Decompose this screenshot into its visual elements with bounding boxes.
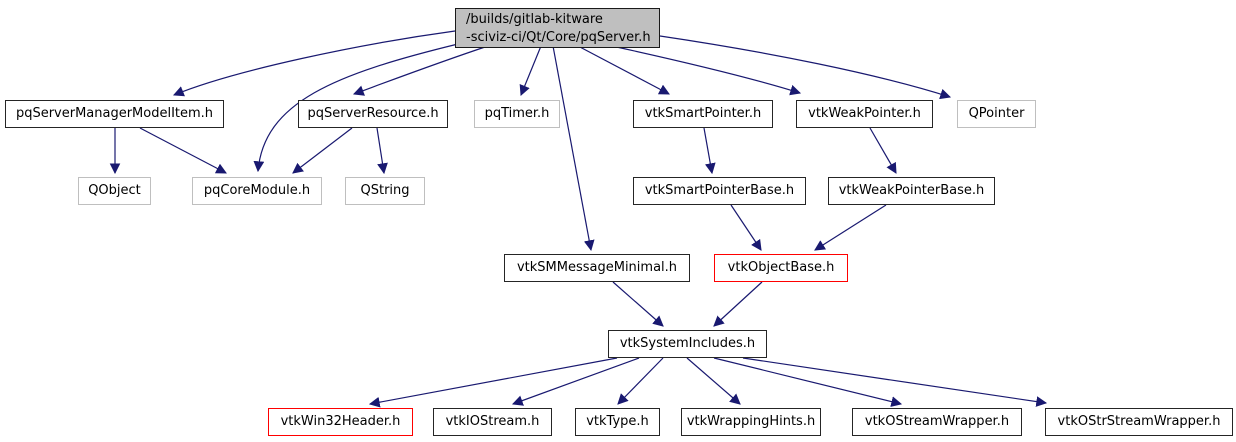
node-vtkobjectbase[interactable]: vtkObjectBase.h <box>714 254 848 282</box>
edge-vtkweakpointer-to-vtkweakpointerbase <box>869 127 897 174</box>
node-vtksystemincludes[interactable]: vtkSystemIncludes.h <box>608 330 767 358</box>
edge-pqserverresource-to-pqcoremodule <box>292 127 353 174</box>
node-vtkweakpointerbase[interactable]: vtkWeakPointerBase.h <box>828 177 995 205</box>
edge-vtksmartpointerbase-to-vtkobjectbase <box>730 204 762 251</box>
edge-vtksystemincludes-to-vtkiostream <box>511 357 640 406</box>
node-pqtimer: pqTimer.h <box>474 100 560 128</box>
node-qobject: QObject <box>78 177 151 205</box>
node-pqserverresource[interactable]: pqServerResource.h <box>298 100 448 128</box>
edge-pqserver-to-qpointer <box>659 35 952 100</box>
node-vtkwrappinghints[interactable]: vtkWrappingHints.h <box>681 408 821 436</box>
node-vtkostreamwrapper[interactable]: vtkOStreamWrapper.h <box>852 408 1022 436</box>
node-vtkweakpointer[interactable]: vtkWeakPointer.h <box>796 100 933 128</box>
node-vtkwin32header[interactable]: vtkWin32Header.h <box>268 408 413 436</box>
root-label-line2: -sciviz-ci/Qt/Core/pqServer.h <box>466 30 651 45</box>
node-pqservermanagermodelitem[interactable]: pqServerManagerModelItem.h <box>5 100 224 128</box>
edge-vtkobjectbase-to-vtksystemincludes <box>713 281 763 327</box>
node-qpointer: QPointer <box>957 100 1036 128</box>
node-vtkostrstreamwrapper[interactable]: vtkOStrStreamWrapper.h <box>1045 408 1233 436</box>
edge-vtkweakpointerbase-to-vtkobjectbase <box>814 204 887 251</box>
node-vtktype[interactable]: vtkType.h <box>575 408 660 436</box>
edge-vtksystemincludes-to-vtkostrstreamwrapper <box>742 357 1048 407</box>
edge-vtksystemincludes-to-vtkwrappinghints <box>686 357 741 405</box>
edge-pqserver-to-pqservermanagermodelitem <box>173 30 456 97</box>
root-label-line1: /builds/gitlab-kitware <box>466 12 603 27</box>
edge-vtksystemincludes-to-vtkostreamwrapper <box>713 357 903 407</box>
node-vtksmartpointer[interactable]: vtkSmartPointer.h <box>633 100 773 128</box>
edge-pqserverresource-to-qstring <box>376 127 388 175</box>
edge-pqserver-to-vtksmartpointer <box>577 45 670 95</box>
edge-vtksmartpointer-to-vtksmartpointerbase <box>703 127 716 175</box>
edge-pqserver-to-pqtimer <box>519 45 542 96</box>
edge-vtksystemincludes-to-vtktype <box>617 357 664 405</box>
node-pqcoremodule: pqCoreModule.h <box>192 177 322 205</box>
node-vtkiostream[interactable]: vtkIOStream.h <box>433 408 552 436</box>
edge-pqserver-to-vtkweakpointer <box>611 45 802 96</box>
edge-pqserver-to-pqserverresource <box>352 45 489 96</box>
node-vtksmartpointerbase[interactable]: vtkSmartPointerBase.h <box>633 177 806 205</box>
edge-pqservermanagermodelitem-to-pqcoremodule <box>139 127 227 174</box>
node-qstring: QString <box>345 177 425 205</box>
edge-vtksystemincludes-to-vtkwin32header <box>368 357 618 408</box>
node-vtksmmessageminimal[interactable]: vtkSMMessageMinimal.h <box>504 254 690 282</box>
edge-pqserver-to-vtksmmessageminimal <box>552 45 595 252</box>
edge-vtksmmessageminimal-to-vtksystemincludes <box>612 281 664 327</box>
node-pqserver-root: /builds/gitlab-kitware -sciviz-ci/Qt/Cor… <box>455 8 660 48</box>
